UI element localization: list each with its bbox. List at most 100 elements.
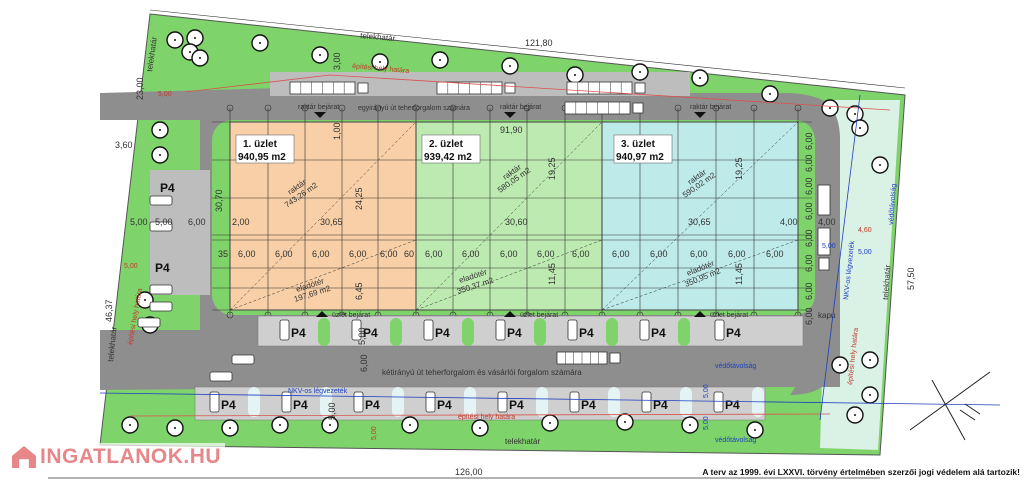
bay-dimension: 6,00: [804, 132, 814, 150]
store-3-name: 3. üzlet: [621, 139, 656, 150]
bay-dimension: 6,00: [690, 249, 708, 259]
parking-label: P4: [293, 398, 308, 412]
grid-axis-marker: [338, 104, 346, 112]
tree-center: [839, 364, 841, 366]
area-diagonal: [229, 239, 417, 311]
store-1-area-label: 940,95 m2: [238, 152, 286, 163]
grid-axis-marker: [674, 104, 682, 112]
planter: [536, 387, 548, 417]
parking-label: P4: [581, 398, 596, 412]
grid-axis-marker: [449, 104, 457, 112]
protection-label-1: védőtávolság: [715, 363, 756, 370]
dimension-sales-depth-2: 11,45: [547, 263, 557, 285]
dimension-store1-width: 30,65: [320, 217, 343, 227]
planter: [608, 387, 620, 417]
tree-center: [869, 394, 871, 396]
boundary-label-top: telekhatár: [360, 31, 396, 43]
gate-label: kapu: [818, 311, 835, 320]
copyright-notice: A terv az 1999. évi LXXVI. törvény értel…: [702, 467, 1020, 477]
parking-label: P4: [509, 398, 524, 412]
tree-center: [754, 429, 756, 431]
tree-center: [509, 65, 511, 67]
tree-center: [769, 93, 771, 95]
bay-dimension: 6,00: [804, 177, 814, 195]
area-diagonal: [601, 121, 799, 311]
bay-dimension: 6,00: [804, 254, 814, 272]
bay-dimension: 6,00: [275, 249, 293, 259]
tree-center: [379, 61, 381, 63]
planter: [390, 318, 402, 346]
car-icon: [137, 317, 161, 328]
tree-center: [829, 107, 831, 109]
tree-center: [409, 424, 411, 426]
truck-cab: [632, 102, 644, 114]
warehouse-entrance-label: raktár bejárat: [298, 104, 339, 111]
tree-center: [549, 422, 551, 424]
bottom-road-label: kétirányú út teherforgalom és vásárlói f…: [382, 368, 582, 377]
bay-dimension: 6,00: [349, 249, 367, 259]
tree-center: [639, 71, 641, 73]
car-icon: [149, 301, 173, 312]
planter: [320, 387, 332, 417]
bay-dimension: 6,00: [380, 249, 398, 259]
tree-center: [279, 424, 281, 426]
grid-axis-marker: [750, 104, 758, 112]
dimension-end-width-2: 4,00: [818, 217, 836, 227]
planter: [462, 318, 474, 346]
dimension-side2: 30,70: [214, 189, 224, 212]
car-icon: [209, 391, 220, 413]
grid-axis-marker: [412, 104, 420, 112]
dimension-warehouse-depth-2: 19,25: [547, 157, 557, 180]
grid-axis-marker: [374, 104, 382, 112]
truck-cab: [504, 82, 516, 94]
car-icon: [149, 221, 173, 232]
planter: [464, 387, 476, 417]
boundary-label-bottom: telekhatár: [505, 437, 540, 446]
tree-center: [869, 359, 871, 361]
planter: [392, 387, 404, 417]
parking-label: P4: [291, 326, 306, 340]
area-diagonal: [415, 121, 603, 311]
store-2-name: 2. üzlet: [429, 139, 464, 150]
car-icon: [351, 319, 362, 341]
ingatlanok-logo: INGATLANOK.HU: [8, 443, 226, 471]
grid-axis-marker: [301, 104, 309, 112]
entrance-arrow-icon: [694, 112, 706, 118]
north-arrow-icon: [909, 371, 991, 441]
dimension-road-width: 6,00: [188, 217, 206, 227]
tree-center: [319, 54, 321, 56]
protection-label-3: védőtávolság: [888, 183, 898, 225]
grid-axis-marker: [794, 104, 802, 112]
grid-axis-marker: [523, 104, 531, 112]
car-icon: [497, 391, 508, 413]
dimension-upper-parking: 5,00: [357, 327, 367, 345]
car-icon: [353, 391, 364, 413]
store-1-name: 1. üzlet: [243, 139, 278, 150]
building-limit-label-top: építési hely határa: [352, 63, 410, 75]
bay-dimension: 6,00: [500, 249, 518, 259]
bay-dimension: 6,00: [612, 249, 630, 259]
car-icon: [149, 284, 173, 295]
truck-cab: [357, 82, 369, 94]
parking-label: P4: [221, 398, 236, 412]
tree-center: [699, 77, 701, 79]
dimension-right-5b: 5,00: [858, 249, 872, 256]
car-icon: [639, 319, 650, 341]
truck-cab: [609, 352, 621, 364]
tree-center: [174, 427, 176, 429]
dimension-left-length: 46,37: [104, 299, 114, 322]
car-icon: [714, 319, 725, 341]
area-diagonal: [229, 121, 417, 311]
building-limit-line: [184, 74, 891, 111]
car-icon: [209, 371, 233, 382]
tree-center: [879, 164, 881, 166]
dimension-top-setback: 3,00: [332, 52, 342, 70]
parking-label: P4: [365, 398, 380, 412]
entrance-arrow-icon: [316, 311, 328, 317]
dimension-side: 2,00: [232, 217, 250, 227]
grid-axis-marker: [264, 104, 272, 112]
dimension-bottom-length: 126,00: [455, 467, 483, 477]
dimension-top: [149, 9, 906, 89]
store-3: 3. üzlet 940,97 m2 raktár 590,02 m2 elad…: [613, 134, 722, 289]
bay-dimension: 6,00: [804, 154, 814, 172]
